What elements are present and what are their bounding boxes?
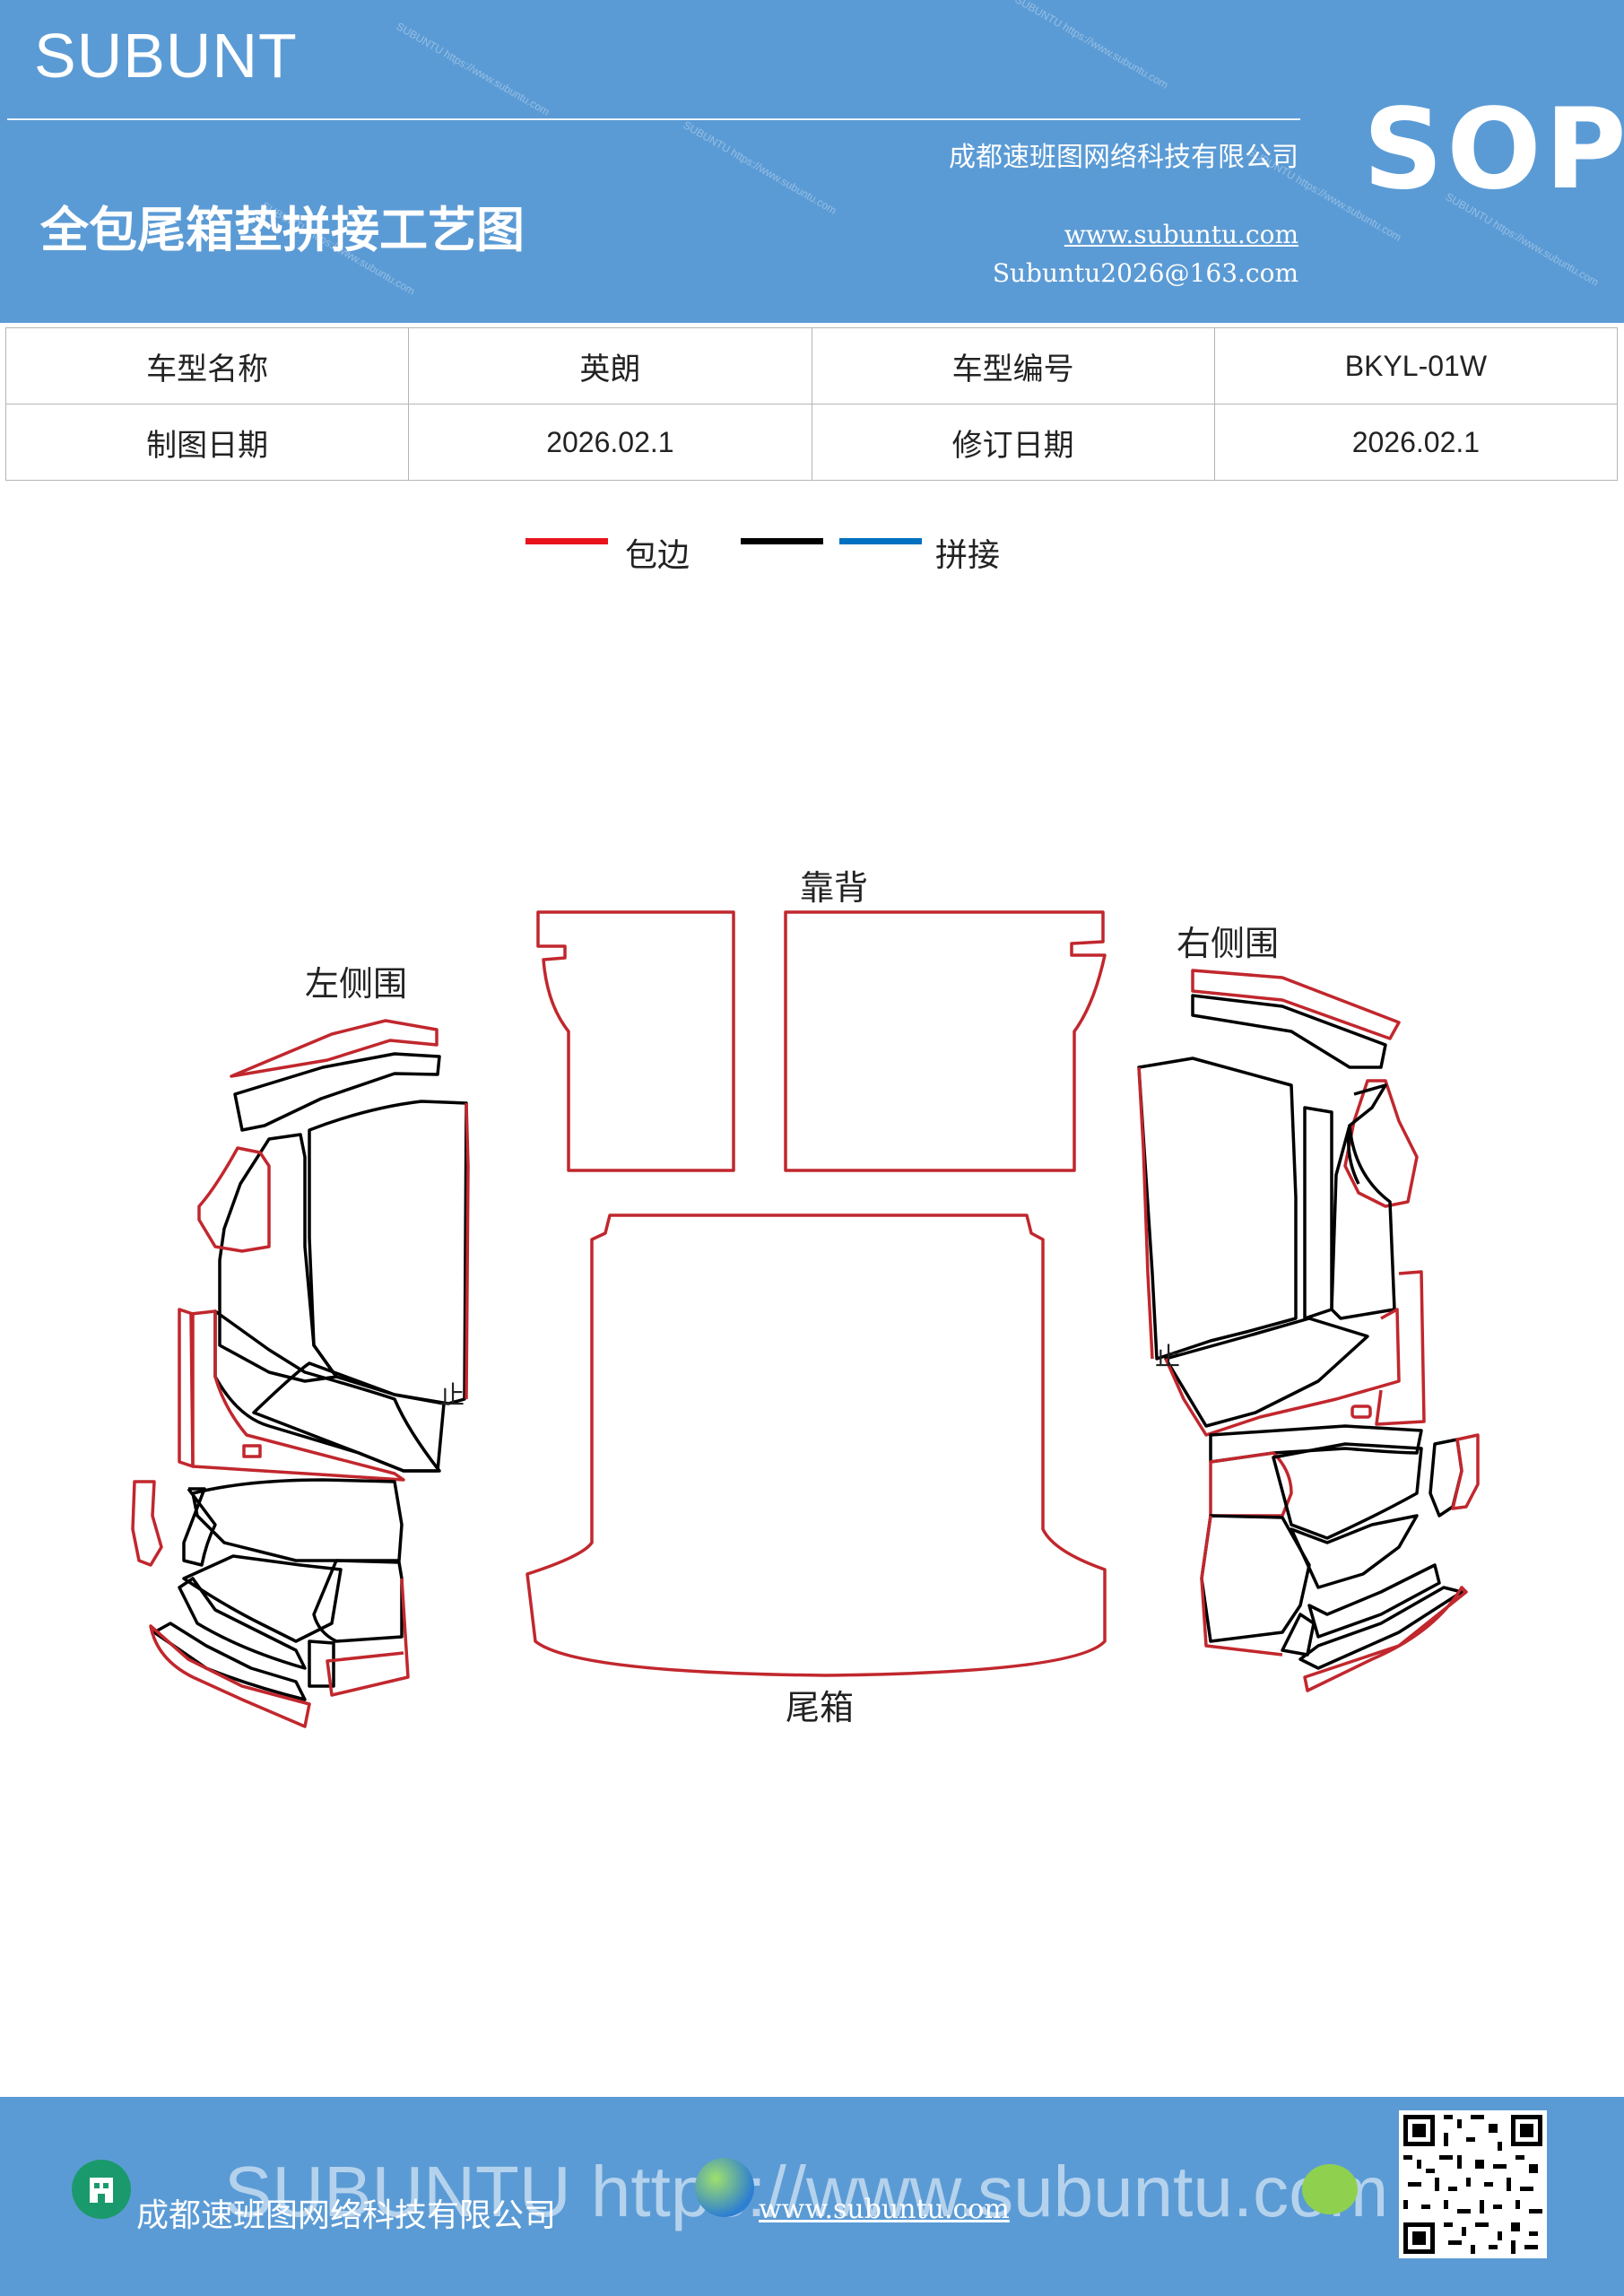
right-side-col-panel	[1303, 1106, 1333, 1320]
right-side-flank-red	[1375, 1270, 1426, 1426]
header-divider	[7, 118, 1300, 120]
right-side-cap-black	[1347, 1083, 1387, 1185]
brand-name: SUBUNT	[34, 21, 298, 91]
header-banner: SUBUNTU https://www.subuntu.com SUBUNTU …	[0, 0, 1624, 323]
legend-label-splice: 拼接	[935, 537, 1001, 574]
right-lower-piece-e	[1451, 1433, 1480, 1510]
label-backrest: 靠背	[800, 868, 868, 908]
right-lower-piece-d	[1429, 1438, 1463, 1518]
right-lower-piece-g	[1290, 1514, 1419, 1589]
right-lower-piece-f-red	[1200, 1515, 1283, 1657]
left-side-lower-panel	[213, 1309, 441, 1473]
label-stop-left: 止	[439, 1380, 465, 1410]
label-left-side: 左侧围	[305, 964, 407, 1004]
right-side-cap	[1343, 1079, 1419, 1208]
left-side-wedge	[252, 1361, 446, 1473]
company-name: 成都速班图网络科技有限公司	[949, 142, 1298, 173]
left-side-strip-2	[233, 1052, 441, 1132]
value-revise-date: 2026.02.1	[1213, 404, 1619, 481]
left-side-mid-red	[178, 1308, 195, 1468]
legend-label-edging: 包边	[625, 537, 690, 574]
label-draw-date: 制图日期	[4, 404, 410, 481]
wechat-icon	[1302, 2164, 1358, 2214]
document-title: 全包尾箱垫拼接工艺图	[40, 202, 525, 258]
footer-company: 成都速班图网络科技有限公司	[136, 2197, 557, 2234]
left-side-upper-panel-red	[465, 1102, 470, 1400]
globe-icon	[695, 2158, 754, 2217]
right-side-strip-1	[1191, 969, 1401, 1040]
left-lower-piece-f	[178, 1577, 307, 1670]
value-model-name: 英朗	[408, 327, 812, 404]
right-lower-piece-h	[1307, 1563, 1441, 1639]
footer-banner: SUBUNTU https://www.subuntu.com 成都速班图网络科…	[0, 2097, 1624, 2296]
info-table: 车型名称 英朗 车型编号 BKYL-01W 制图日期 2026.02.1 修订日…	[4, 327, 1619, 481]
left-side-slot	[242, 1444, 262, 1458]
label-revise-date: 修订日期	[811, 404, 1215, 481]
right-side-mid-panel	[1330, 1124, 1396, 1320]
left-lower-piece-h	[326, 1578, 410, 1697]
label-model-code: 车型编号	[811, 327, 1215, 404]
website-link[interactable]: www.subuntu.com	[1064, 220, 1298, 249]
footer-watermark: SUBUNTU https://www.subuntu.com	[224, 2152, 1389, 2231]
sop-badge: SOP	[1363, 85, 1624, 214]
label-model-name: 车型名称	[4, 327, 410, 404]
right-lower-piece-j	[1298, 1586, 1463, 1670]
table-row: 制图日期 2026.02.1 修订日期 2026.02.1	[4, 404, 1619, 481]
left-side-lower-red	[189, 1309, 405, 1482]
right-side-slot	[1350, 1405, 1372, 1419]
left-side-strip-1	[230, 1019, 439, 1078]
legend-swatch-red	[525, 538, 608, 544]
qr-code	[1399, 2110, 1547, 2258]
table-row: 车型名称 英朗 车型编号 BKYL-01W	[4, 327, 1619, 404]
left-lower-piece-a	[182, 1487, 217, 1567]
backrest-right-piece	[784, 910, 1107, 1172]
value-draw-date: 2026.02.1	[408, 404, 812, 481]
right-side-lower-panel	[1164, 1317, 1369, 1428]
left-lower-piece-g	[308, 1639, 335, 1688]
value-model-code: BKYL-01W	[1213, 327, 1619, 404]
left-lower-piece-b	[131, 1480, 163, 1567]
left-side-upper-panel	[308, 1100, 468, 1405]
right-lower-piece-c	[1272, 1442, 1423, 1540]
legend-swatch-blue	[839, 538, 922, 544]
label-trunk: 尾箱	[786, 1688, 854, 1727]
legend: 包边 拼接	[0, 529, 1624, 583]
trunk-floor-piece	[525, 1213, 1107, 1677]
right-side-upper-red	[1137, 1066, 1154, 1360]
label-right-side: 右侧围	[1177, 924, 1279, 963]
left-side-cap	[197, 1146, 271, 1253]
email-address: Subuntu2026@163.com	[992, 258, 1298, 288]
right-side-lower-red	[1164, 1308, 1401, 1437]
left-side-mid-panel	[218, 1133, 338, 1383]
right-side-upper-panel	[1137, 1057, 1298, 1361]
label-stop-right: 止	[1155, 1342, 1180, 1371]
right-lower-piece-i	[1281, 1613, 1316, 1657]
legend-swatch-black	[741, 538, 823, 544]
footer-website-link[interactable]: www.subuntu.com	[759, 2194, 1010, 2225]
building-icon	[72, 2160, 131, 2219]
left-lower-piece-d	[312, 1559, 404, 1643]
left-lower-piece-c	[191, 1478, 404, 1562]
right-side-strip-2	[1191, 994, 1387, 1069]
left-lower-piece-j	[149, 1624, 311, 1728]
right-lower-piece-k	[1303, 1586, 1468, 1692]
backrest-left-piece	[536, 910, 735, 1172]
